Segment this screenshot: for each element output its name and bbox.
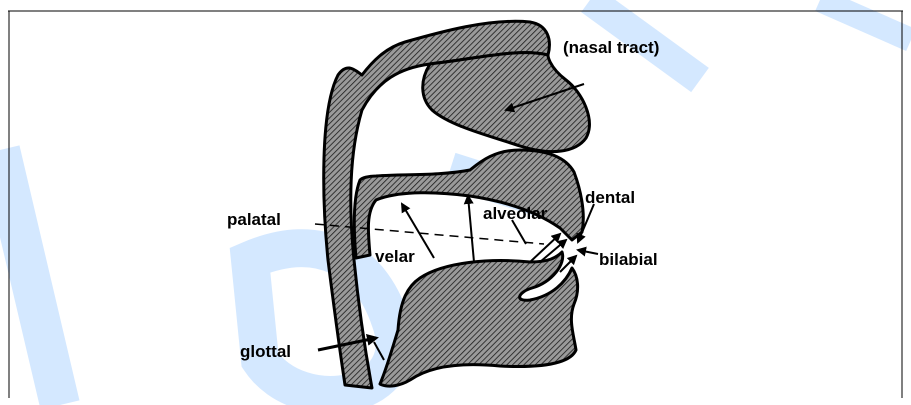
label-velar: velar	[375, 247, 415, 266]
label-nasal-tract: (nasal tract)	[563, 38, 659, 57]
label-bilabial: bilabial	[599, 250, 658, 269]
palatal-arrow	[468, 196, 474, 262]
label-alveolar: alveolar	[483, 204, 548, 223]
label-dental: dental	[585, 188, 635, 207]
nasal-cavity	[423, 53, 590, 152]
alveolar-arrow-a	[512, 220, 526, 244]
label-palatal: palatal	[227, 210, 281, 229]
label-glottal: glottal	[240, 342, 291, 361]
tongue-and-jaw	[380, 252, 578, 386]
bilabial-arrow	[578, 250, 598, 254]
